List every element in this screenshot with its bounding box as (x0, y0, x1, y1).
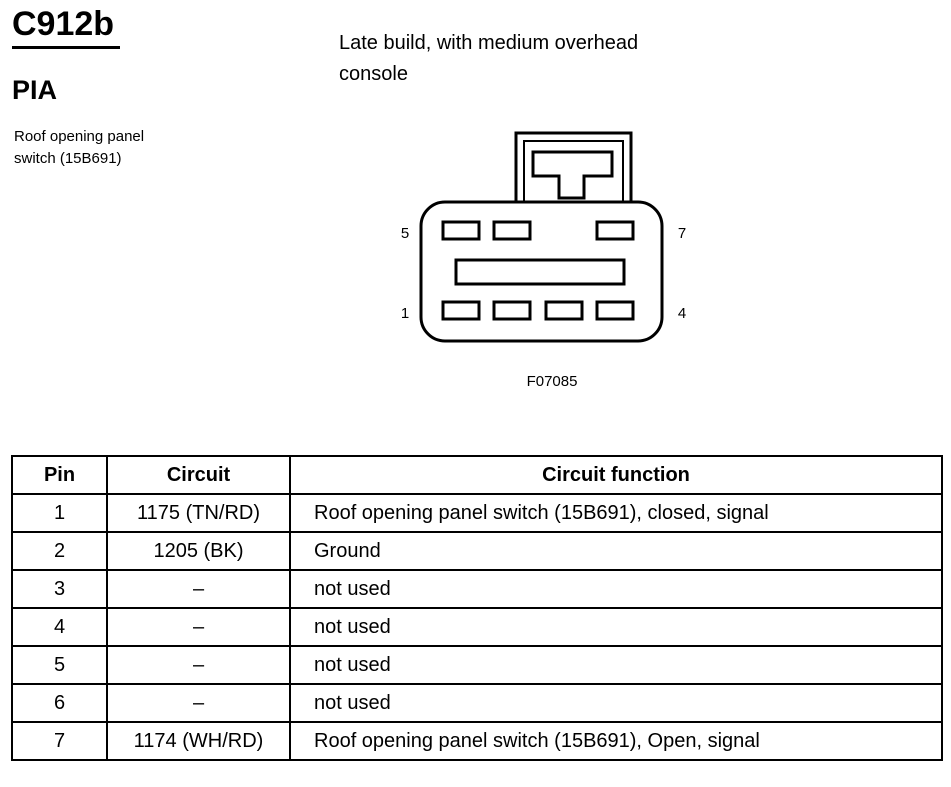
cavity-5 (441, 220, 481, 241)
function-cell: not used (289, 683, 943, 723)
header-pin: Pin (11, 455, 108, 495)
circuit-cell: – (106, 645, 291, 685)
pin-label-4: 4 (678, 305, 686, 322)
pin-cell: 5 (11, 645, 108, 685)
connector-id-underline (12, 46, 120, 49)
connector-body (419, 200, 664, 343)
pin-cell: 7 (11, 721, 108, 761)
pin-cell: 4 (11, 607, 108, 647)
function-cell: Roof opening panel switch (15B691), clos… (289, 493, 943, 533)
cavity-6 (492, 220, 532, 241)
table-header-row: Pin Circuit Circuit function (11, 455, 943, 495)
function-cell: not used (289, 645, 943, 685)
pin-cell: 3 (11, 569, 108, 609)
cavity-4 (595, 300, 635, 321)
component-line-1: Roof opening panel (14, 128, 145, 145)
pin-label-1: 1 (401, 305, 409, 322)
component-description: Roof opening panel switch (15B691) (14, 126, 214, 170)
function-cell: not used (289, 607, 943, 647)
circuit-cell: 1205 (BK) (106, 531, 291, 571)
function-cell: Roof opening panel switch (15B691), Open… (289, 721, 943, 761)
function-cell: Ground (289, 531, 943, 571)
build-note-line-1: Late build, with medium overhead (339, 32, 639, 54)
table-row: 3 – not used (11, 569, 943, 609)
circuit-cell: – (106, 607, 291, 647)
table-row: 2 1205 (BK) Ground (11, 531, 943, 571)
connector-face-diagram: 5 7 1 4 F07085 (401, 131, 686, 390)
pin-table: Pin Circuit Circuit function 1 1175 (TN/… (11, 455, 943, 761)
table-row: 5 – not used (11, 645, 943, 685)
component-line-2: switch (15B691) (14, 150, 122, 167)
latch-inner (523, 140, 624, 202)
cavity-7 (595, 220, 635, 241)
circuit-cell: – (106, 569, 291, 609)
figure-code: F07085 (527, 373, 578, 390)
cavity-2 (492, 300, 532, 321)
table-row: 1 1175 (TN/RD) Roof opening panel switch… (11, 493, 943, 533)
build-note: Late build, with medium overhead console (339, 28, 739, 90)
header-function: Circuit function (289, 455, 943, 495)
latch-outer (514, 131, 633, 202)
pin-cell: 2 (11, 531, 108, 571)
circuit-cell: – (106, 683, 291, 723)
table-row: 6 – not used (11, 683, 943, 723)
table-row: 4 – not used (11, 607, 943, 647)
circuit-cell: 1175 (TN/RD) (106, 493, 291, 533)
pin-label-5: 5 (401, 225, 409, 242)
pin-label-7: 7 (678, 225, 686, 242)
circuit-cell: 1174 (WH/RD) (106, 721, 291, 761)
pin-cell: 6 (11, 683, 108, 723)
latch-tab (531, 150, 614, 200)
cavity-3 (544, 300, 584, 321)
pin-cell: 1 (11, 493, 108, 533)
function-cell: not used (289, 569, 943, 609)
table-row: 7 1174 (WH/RD) Roof opening panel switch… (11, 721, 943, 761)
header-circuit: Circuit (106, 455, 291, 495)
connector-id: C912b (12, 5, 115, 43)
keying-slot (454, 258, 626, 286)
location-code: PIA (12, 75, 58, 105)
cavity-1 (441, 300, 481, 321)
build-note-line-2: console (339, 63, 408, 85)
